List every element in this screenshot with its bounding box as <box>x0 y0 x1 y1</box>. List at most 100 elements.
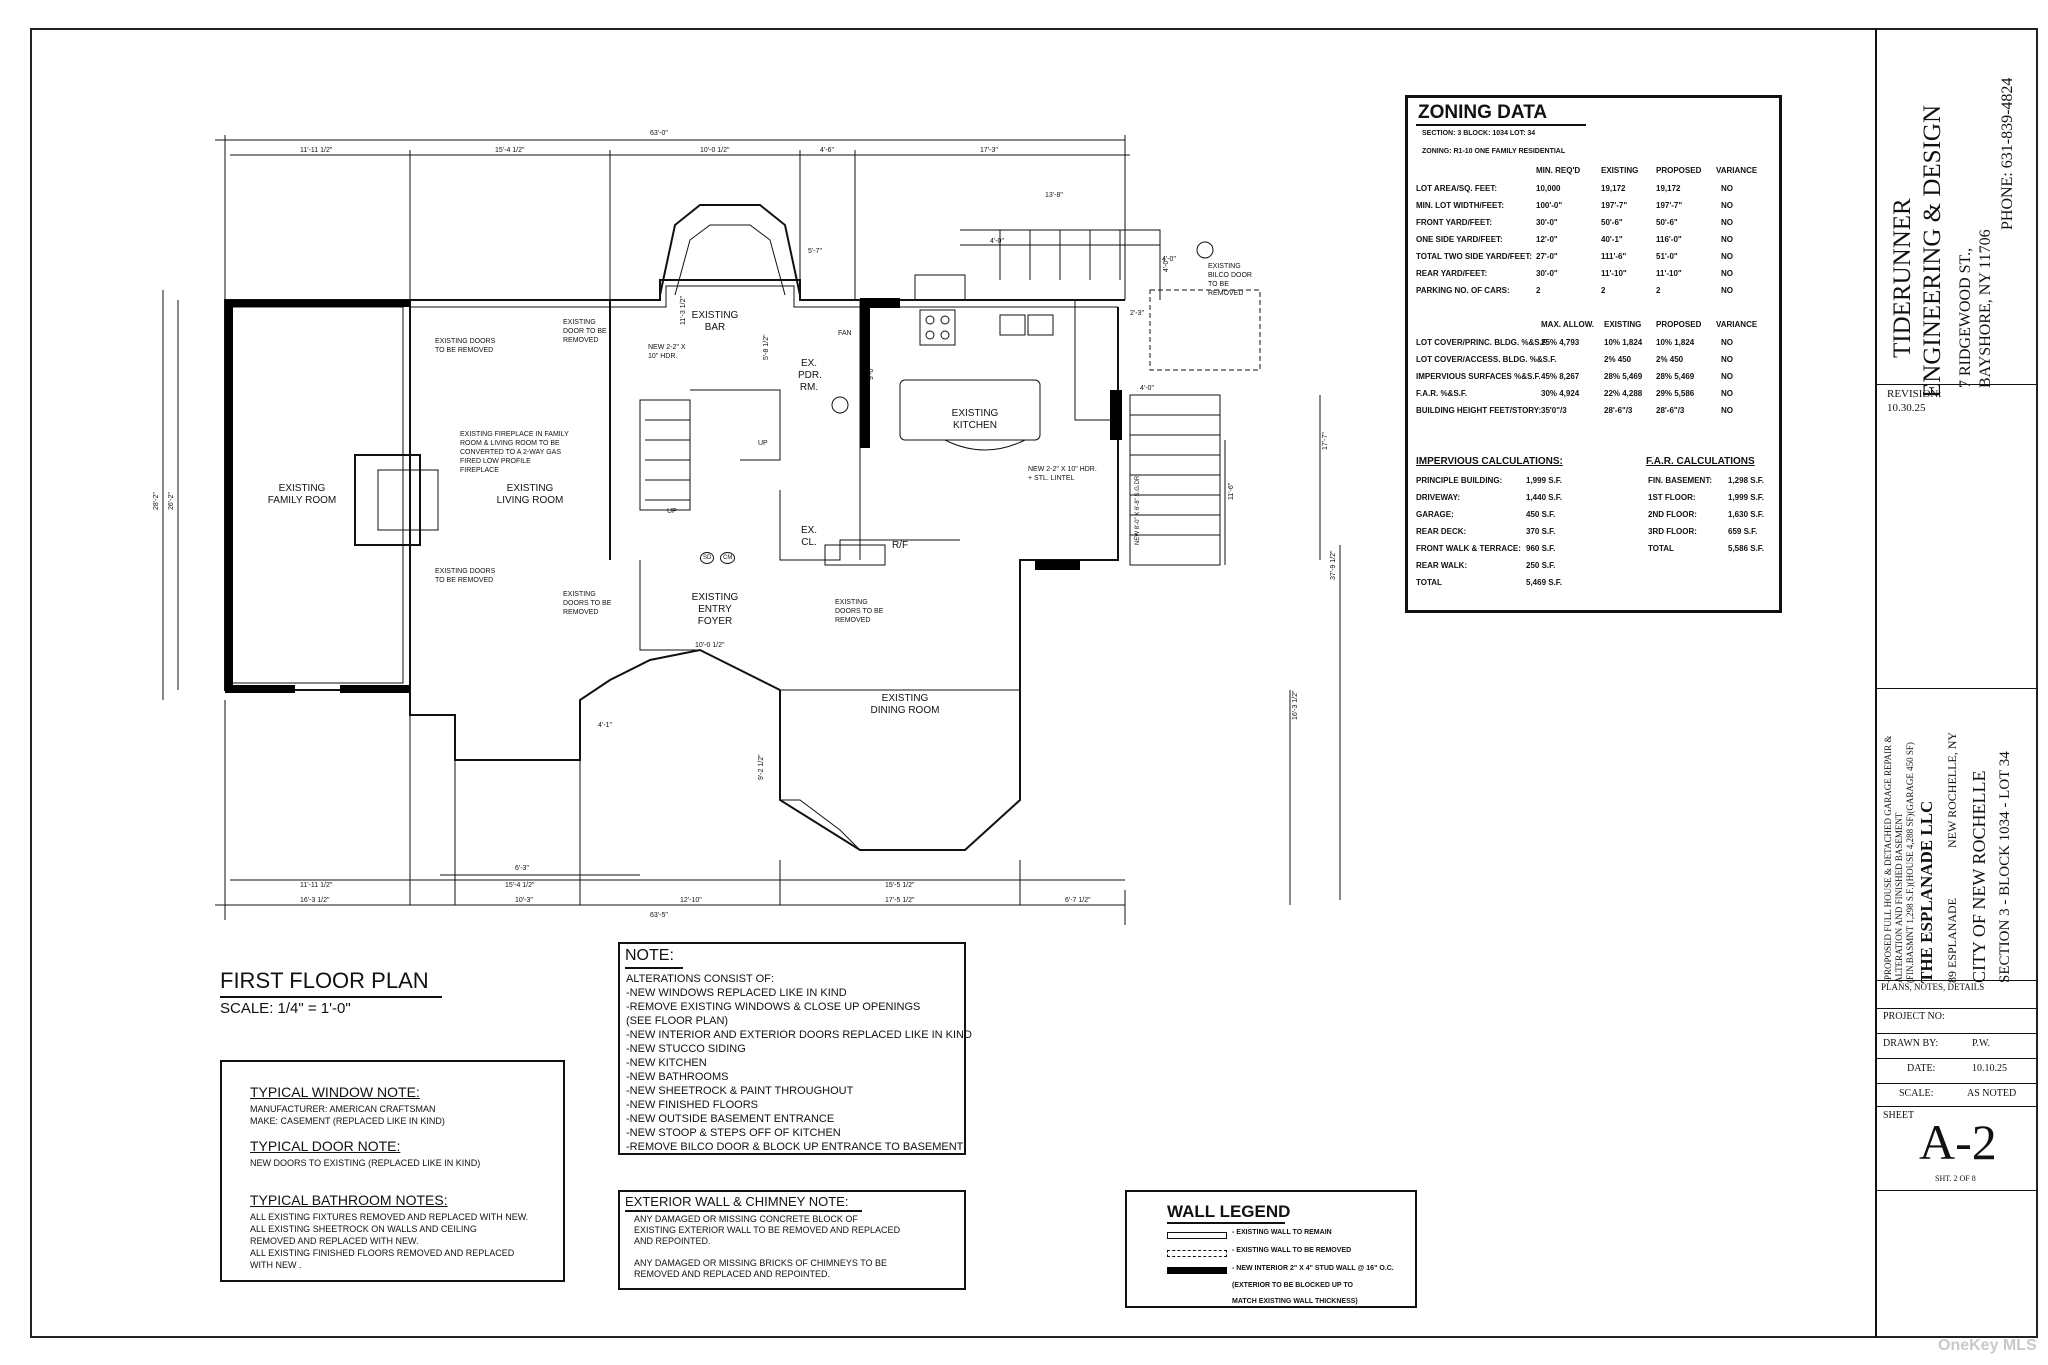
scale-label: SCALE: <box>1899 1088 1934 1099</box>
zoning-section-line: SECTION: 3 BLOCK: 1034 LOT: 34 <box>1422 130 1536 137</box>
zoning-row: REAR YARD/FEET:30'-0"11'-10"11'-10"NO <box>1416 269 1733 278</box>
typical-bath-line: ALL EXISTING SHEETROCK ON WALLS AND CEIL… <box>250 1224 477 1234</box>
zoning-title-underline <box>1416 124 1586 126</box>
project-section: SECTION 3 - BLOCK 1034 - LOT 34 <box>1997 751 2013 983</box>
plans-notes-label: PLANS, NOTES, DETAILS <box>1881 982 1985 992</box>
far-row: FIN. BASEMENT:1,298 S.F. <box>1648 476 1765 485</box>
far-row: 1ST FLOOR:1,999 S.F. <box>1648 493 1765 502</box>
note-title: NOTE: <box>625 947 674 964</box>
dim-top-overall: 63'-0" <box>650 130 668 137</box>
callout-up-2: UP <box>758 440 768 447</box>
exterior-note-lines: ANY DAMAGED OR MISSING CONCRETE BLOCK OF… <box>634 1214 900 1280</box>
dim-k2: 4'-0" <box>1140 385 1154 392</box>
drawn-by-label: DRAWN BY: <box>1883 1038 1939 1049</box>
zoning-row: TOTAL TWO SIDE YARD/FEET:27'-0"111'-6"51… <box>1416 252 1733 261</box>
project-desc-1: -PROPOSED FULL HOUSE & DETACHED GARAGE R… <box>1883 735 1893 983</box>
callout-hdr-bar: NEW 2-2" X 10" HDR. <box>648 344 686 360</box>
impervious-row: REAR WALK:250 S.F. <box>1416 561 1556 570</box>
typical-door-title: TYPICAL DOOR NOTE: <box>250 1138 401 1154</box>
dim-bay: 4'-1" <box>598 722 612 729</box>
dim-bot-1: 11'-11 1/2" <box>300 882 333 889</box>
callout-doors-living: EXISTING DOORS TO BE REMOVED <box>563 591 612 616</box>
tb-divider <box>1877 384 2038 385</box>
legend-item: - NEW INTERIOR 2" X 4" STUD WALL @ 16" O… <box>1232 1265 1394 1272</box>
tb-divider <box>1877 1106 2038 1107</box>
dim-deck: 13'-8" <box>1045 192 1063 199</box>
dim-k1: 2'-3" <box>1130 310 1144 317</box>
revision-date: 10.30.25 <box>1887 402 1926 414</box>
room-foyer: EXISTING ENTRY FOYER <box>691 592 739 627</box>
tb-divider <box>1877 1033 2038 1034</box>
dim-right-1: 37'-9 1/2" <box>1330 550 1337 580</box>
exterior-note-line: ANY DAMAGED OR MISSING CONCRETE BLOCK OF <box>634 1214 858 1224</box>
room-family: EXISTING FAMILY ROOM <box>267 483 337 506</box>
dim-pdr: 9'-0" <box>868 366 875 380</box>
legend-swatch-existing <box>1167 1232 1227 1239</box>
typical-window-title: TYPICAL WINDOW NOTE: <box>250 1084 420 1100</box>
zoning-header-row-2: MAX. ALLOW. EXISTING PROPOSED VARIANCE <box>1541 320 1758 329</box>
project-no-label: PROJECT NO: <box>1883 1011 1945 1022</box>
drawn-by-value: P.W. <box>1972 1038 1990 1049</box>
exterior-note-line <box>634 1247 900 1258</box>
typical-notes-box: TYPICAL WINDOW NOTE: MANUFACTURER: AMERI… <box>220 1060 565 1282</box>
note-line: -NEW STOOP & STEPS OFF OF KITCHEN <box>626 1127 841 1139</box>
room-rf: R/F <box>891 540 909 551</box>
dim-right-3: 17'-7" <box>1322 432 1329 450</box>
note-line: -NEW WINDOWS REPLACED LIKE IN KIND <box>626 987 847 999</box>
dim-bot-3: 6'-3" <box>515 865 529 872</box>
note-line: ALTERATIONS CONSIST OF: <box>626 973 774 985</box>
wall-legend-title: WALL LEGEND <box>1167 1202 1291 1221</box>
dim-bar-top: 5'-7" <box>808 248 822 255</box>
zoning-row: FRONT YARD/FEET:30'-0"50'-6"50'-6"NO <box>1416 218 1733 227</box>
project-desc-3: (FIN.BASMNT 1,298 S.F.)(HOUSE 4,288 SF)(… <box>1905 742 1915 983</box>
plan-title-underline <box>220 996 442 998</box>
note-line: -NEW OUTSIDE BASEMENT ENTRANCE <box>626 1113 835 1125</box>
zoning-title: ZONING DATA <box>1418 102 1548 123</box>
dim-bot-5: 16'-3 1/2" <box>300 897 330 904</box>
wall-legend-box: WALL LEGEND - EXISTING WALL TO REMAIN - … <box>1125 1190 1417 1308</box>
note-box: NOTE: ALTERATIONS CONSIST OF: -NEW WINDO… <box>618 942 972 1155</box>
typical-bath-line: WITH NEW . <box>250 1260 302 1270</box>
sheet-border <box>30 28 2038 1338</box>
project-city: CITY OF NEW ROCHELLE <box>1969 770 1989 983</box>
typical-bath-line: ALL EXISTING FIXTURES REMOVED AND REPLAC… <box>250 1212 529 1222</box>
dim-bar-w: 5'-8 1/2" <box>763 334 770 360</box>
dim-left-2: 26'-2" <box>168 492 175 510</box>
dim-bot-4: 15'-5 1/2" <box>885 882 915 889</box>
dim-top-3: 10'-0 1/2" <box>700 147 730 154</box>
dim-deck-h: 4'-0" <box>1163 258 1170 272</box>
impervious-row: GARAGE:450 S.F. <box>1416 510 1556 519</box>
firm-phone: PHONE: 631-839-4824 <box>1999 77 2016 230</box>
callout-sgd: NEW 8'-0" X 6'-8" S.G.DR. <box>1135 474 1141 545</box>
typical-window-line: MANUFACTURER: AMERICAN CRAFTSMAN <box>250 1104 436 1114</box>
wall-legend-underline <box>1167 1222 1285 1224</box>
callout-bilco: EXISTING BILCO DOOR TO BE REMOVED <box>1208 263 1252 297</box>
plan-title: FIRST FLOOR PLAN <box>220 968 429 993</box>
typical-window-line: MAKE: CASEMENT (REPLACED LIKE IN KIND) <box>250 1116 445 1126</box>
typical-bath-line: REMOVED AND REPLACED WITH NEW. <box>250 1236 419 1246</box>
note-line: -NEW SHEETROCK & PAINT THROUGHOUT <box>626 1085 854 1097</box>
note-line: -NEW INTERIOR AND EXTERIOR DOORS REPLACE… <box>626 1029 972 1041</box>
impervious-title: IMPERVIOUS CALCULATIONS: <box>1416 456 1563 467</box>
note-line: -NEW KITCHEN <box>626 1057 707 1069</box>
dim-right-4: 11'-6" <box>1228 482 1235 500</box>
room-closet: EX. CL. <box>800 525 818 548</box>
dim-top-1: 11'-11 1/2" <box>300 147 333 154</box>
firm-address-1: 7 RIDGEWOOD ST., <box>1957 247 1974 388</box>
legend-swatch-new <box>1167 1267 1227 1274</box>
exterior-note-line: ANY DAMAGED OR MISSING BRICKS OF CHIMNEY… <box>634 1258 888 1268</box>
note-line: (SEE FLOOR PLAN) <box>626 1015 729 1027</box>
dim-bar-d: 11'-3 1/2" <box>680 296 687 325</box>
dim-left-1: 28'-2" <box>153 492 160 510</box>
room-kitchen: EXISTING KITCHEN <box>951 408 999 431</box>
sheet-number: A-2 <box>1919 1114 1997 1170</box>
note-line: -NEW FINISHED FLOORS <box>626 1099 759 1111</box>
callout-up-1: UP <box>667 508 677 515</box>
far-row: 3RD FLOOR:659 S.F. <box>1648 527 1758 536</box>
